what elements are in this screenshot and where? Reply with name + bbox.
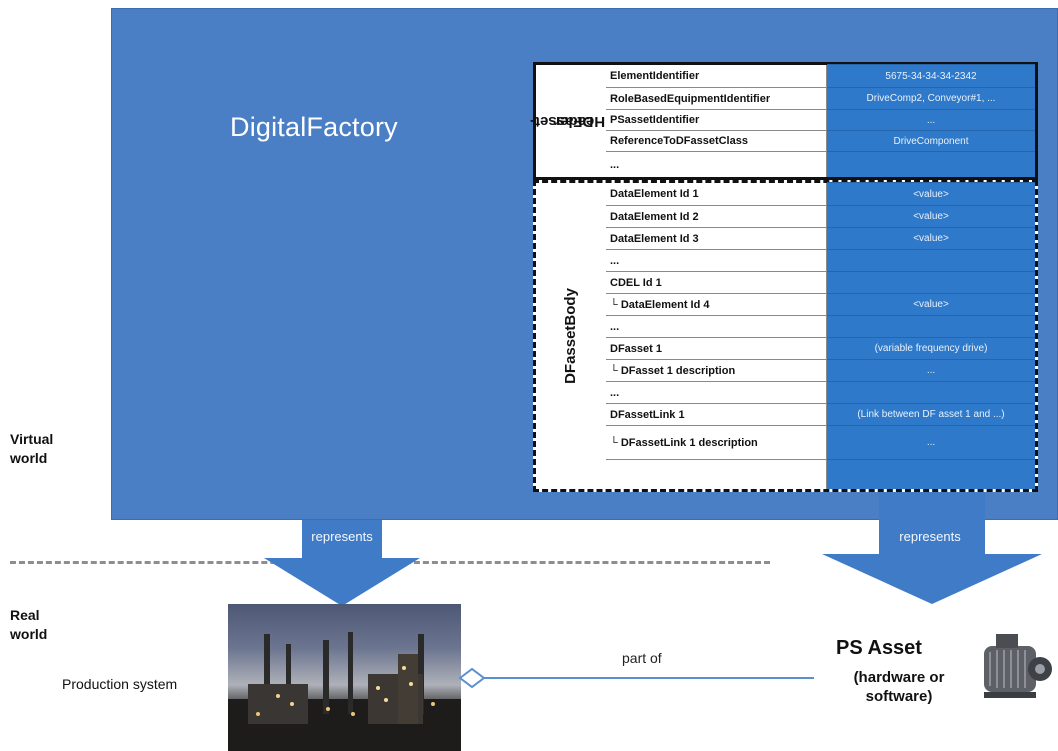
body-row — [606, 459, 1035, 489]
header-row-key: ReferenceToDFassetClass — [606, 131, 827, 151]
dfasset-body-label: DFassetBody — [536, 183, 606, 489]
body-row: DataElement Id 2<value> — [606, 205, 1035, 227]
header-row-key: PSassetIdentifier — [606, 110, 827, 130]
production-system-photo — [228, 604, 461, 751]
body-row-key: └ DFassetLink 1 description — [606, 426, 827, 459]
real-world-label-line1: Real — [10, 607, 40, 623]
body-row: ... — [606, 249, 1035, 271]
body-row: DataElement Id 1<value> — [606, 182, 1035, 205]
body-row: └ DFasset 1 description... — [606, 359, 1035, 381]
body-row-key: DataElement Id 1 — [606, 183, 827, 205]
body-row: CDEL Id 1 — [606, 271, 1035, 293]
real-world-label: Real world — [10, 606, 47, 644]
virtual-world-label-line2: world — [10, 450, 48, 466]
ps-asset-title: PS Asset — [836, 637, 922, 659]
body-row-value: <value> — [827, 227, 1035, 249]
dfasset-body-label-text: DFassetBody — [562, 288, 580, 384]
represents-arrow-left — [264, 520, 420, 606]
header-row-key: RoleBasedEquipmentIdentifier — [606, 88, 827, 109]
body-row-value: ... — [827, 359, 1035, 381]
represents-arrow-right — [822, 492, 1042, 604]
body-row-value: <value> — [827, 205, 1035, 227]
virtual-world-label: Virtual world — [10, 430, 53, 468]
dfasset-header-label: DFasset- Header — [530, 65, 606, 177]
header-row-value — [827, 151, 1035, 177]
body-row-value — [827, 315, 1035, 337]
part-of-label: part of — [622, 650, 662, 666]
body-row-key: └ DataElement Id 4 — [606, 294, 827, 315]
header-row-value: DriveComponent — [827, 130, 1035, 151]
body-row-key: ... — [606, 250, 827, 271]
virtual-world-label-line1: Virtual — [10, 431, 54, 447]
header-row-key: ... — [606, 152, 827, 177]
header-row-value: 5675-34-34-34-2342 — [827, 64, 1035, 87]
dfasset-body-section: DFassetBody DataElement Id 1<value>DataE… — [533, 180, 1038, 492]
header-row-key: ElementIdentifier — [606, 65, 827, 87]
refinery-illustration — [228, 632, 461, 751]
body-row-value: ... — [827, 425, 1035, 459]
body-row: └ DFassetLink 1 description... — [606, 425, 1035, 459]
ps-asset-subtitle-line1: (hardware or — [853, 669, 945, 686]
electric-motor-icon — [984, 634, 1052, 698]
body-row-value — [827, 249, 1035, 271]
body-row-value — [827, 459, 1035, 489]
diamond-aggregation-icon — [458, 667, 486, 689]
body-row: └ DataElement Id 4<value> — [606, 293, 1035, 315]
dfasset-header-label-line2: Header — [554, 113, 606, 130]
header-row: ... — [606, 151, 1035, 177]
body-row-value — [827, 271, 1035, 293]
body-row-key — [606, 460, 827, 489]
dfasset-body-rows: DataElement Id 1<value>DataElement Id 2<… — [606, 182, 1035, 489]
body-row-key: DataElement Id 2 — [606, 206, 827, 227]
ps-asset-subtitle: (hardware or software) — [838, 668, 960, 706]
ps-asset-subtitle-line2: software) — [865, 688, 933, 705]
header-row-value: DriveComp2, Conveyor#1, ... — [827, 87, 1035, 109]
body-row: ... — [606, 315, 1035, 337]
body-row-key: DFasset 1 — [606, 338, 827, 359]
body-row-value: (Link between DF asset 1 and ...) — [827, 403, 1035, 425]
represents-label-right: represents — [899, 529, 961, 544]
body-row-key: └ DFasset 1 description — [606, 360, 827, 381]
body-row-value: (variable frequency drive) — [827, 337, 1035, 359]
real-world-label-line2: world — [10, 626, 48, 642]
body-row-key: DataElement Id 3 — [606, 228, 827, 249]
body-row-value: <value> — [827, 182, 1035, 205]
represents-label-left: represents — [311, 529, 373, 544]
body-row: DFassetLink 1(Link between DF asset 1 an… — [606, 403, 1035, 425]
part-of-link — [458, 667, 814, 689]
body-row-key: CDEL Id 1 — [606, 272, 827, 293]
production-system-label: Production system — [62, 676, 178, 692]
body-row: ... — [606, 381, 1035, 403]
body-row-key: DFassetLink 1 — [606, 404, 827, 425]
body-row-value: <value> — [827, 293, 1035, 315]
body-row-value — [827, 381, 1035, 403]
body-row-key: ... — [606, 316, 827, 337]
header-row-value: ... — [827, 109, 1035, 130]
body-row: DataElement Id 3<value> — [606, 227, 1035, 249]
body-row: DFasset 1(variable frequency drive) — [606, 337, 1035, 359]
header-row: PSassetIdentifier... — [606, 109, 1035, 130]
body-row-key: ... — [606, 382, 827, 403]
digital-factory-title: DigitalFactory — [230, 112, 398, 142]
